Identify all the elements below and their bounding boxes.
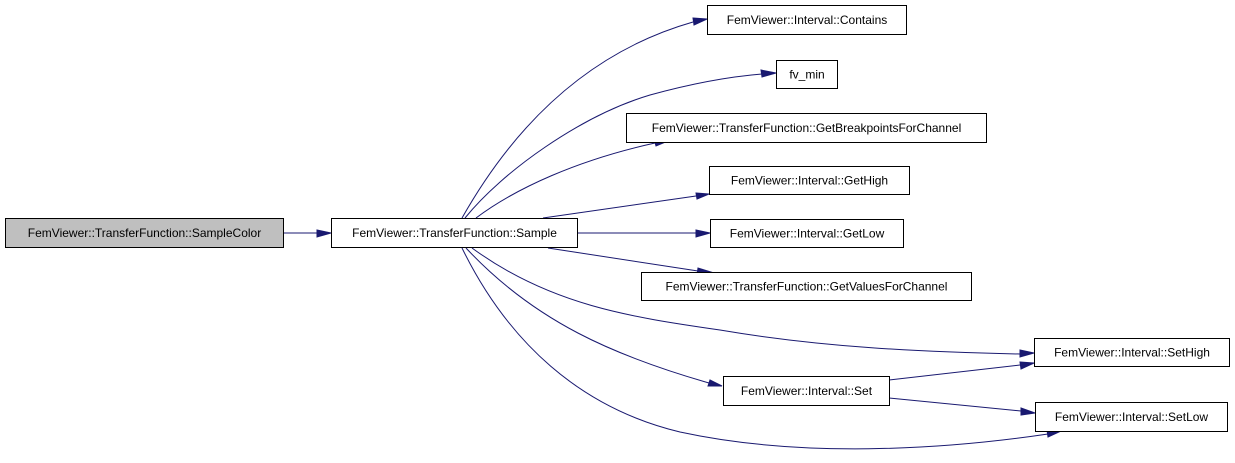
node-box bbox=[776, 60, 838, 89]
node-label: FemViewer::Interval::Set bbox=[741, 384, 873, 398]
edge-arrowhead bbox=[695, 229, 711, 238]
function-nodes: FemViewer::TransferFunction::SampleColor… bbox=[5, 5, 1230, 432]
edge-sample-to-getValues bbox=[547, 247, 713, 276]
edge-sample-to-getBreakpoints bbox=[475, 138, 670, 219]
edge-sample-to-set bbox=[465, 247, 723, 387]
node-label: FemViewer::TransferFunction::GetValuesFo… bbox=[666, 280, 948, 294]
node-label: FemViewer::TransferFunction::Sample bbox=[352, 226, 557, 240]
edge-sampleColor-to-sample bbox=[284, 229, 332, 238]
node-box bbox=[709, 166, 910, 195]
edge-sample-to-contains bbox=[461, 17, 708, 219]
node-label: FemViewer::TransferFunction::SampleColor bbox=[28, 226, 261, 240]
node-label: fv_min bbox=[789, 68, 824, 82]
edge-line bbox=[461, 247, 1049, 450]
edge-arrowhead bbox=[692, 17, 708, 26]
edge-arrowhead bbox=[695, 192, 710, 200]
node-getBreakpoints[interactable]: FemViewer::TransferFunction::GetBreakpoi… bbox=[626, 113, 987, 143]
edge-arrowhead bbox=[1019, 349, 1035, 358]
edge-sample-to-getLow bbox=[577, 229, 711, 238]
node-sampleColor[interactable]: FemViewer::TransferFunction::SampleColor bbox=[5, 218, 284, 248]
node-box bbox=[707, 5, 907, 35]
node-label: FemViewer::Interval::SetLow bbox=[1055, 410, 1209, 424]
node-getHigh[interactable]: FemViewer::Interval::GetHigh bbox=[709, 166, 910, 195]
node-box bbox=[710, 219, 904, 248]
node-box bbox=[331, 218, 578, 248]
node-getValues[interactable]: FemViewer::TransferFunction::GetValuesFo… bbox=[641, 272, 972, 301]
node-box bbox=[641, 272, 972, 301]
edge-arrowhead bbox=[1020, 407, 1036, 416]
node-setHigh[interactable]: FemViewer::Interval::SetHigh bbox=[1034, 338, 1230, 367]
node-setLow[interactable]: FemViewer::Interval::SetLow bbox=[1035, 402, 1228, 432]
node-fvMin[interactable]: fv_min bbox=[776, 60, 838, 89]
node-box bbox=[1034, 338, 1230, 367]
edge-line bbox=[888, 364, 1021, 381]
edge-arrowhead bbox=[707, 379, 723, 387]
edge-line bbox=[465, 247, 710, 384]
node-label: FemViewer::Interval::SetHigh bbox=[1054, 346, 1210, 360]
node-label: FemViewer::Interval::GetLow bbox=[730, 227, 885, 241]
edge-set-to-setHigh bbox=[888, 361, 1035, 381]
node-set[interactable]: FemViewer::Interval::Set bbox=[723, 376, 890, 406]
edge-set-to-setLow bbox=[888, 397, 1036, 416]
edge-line bbox=[475, 142, 656, 219]
edge-line bbox=[461, 21, 694, 219]
edge-arrowhead bbox=[760, 69, 777, 78]
node-contains[interactable]: FemViewer::Interval::Contains bbox=[707, 5, 907, 35]
node-box bbox=[723, 376, 890, 406]
node-label: FemViewer::Interval::Contains bbox=[727, 13, 888, 27]
edge-arrowhead bbox=[1019, 361, 1035, 370]
edge-line bbox=[888, 397, 1022, 412]
node-box bbox=[5, 218, 284, 248]
edge-arrowhead bbox=[316, 229, 332, 238]
node-box bbox=[1035, 402, 1228, 432]
node-getLow[interactable]: FemViewer::Interval::GetLow bbox=[710, 219, 904, 248]
node-label: FemViewer::TransferFunction::GetBreakpoi… bbox=[652, 121, 961, 135]
edge-sample-to-getHigh bbox=[542, 192, 710, 219]
edge-line bbox=[471, 247, 1021, 355]
edge-sample-to-fvMin bbox=[464, 69, 777, 219]
edge-sample-to-setHigh bbox=[471, 247, 1035, 358]
node-sample[interactable]: FemViewer::TransferFunction::Sample bbox=[331, 218, 578, 248]
edge-line bbox=[547, 247, 699, 272]
edge-line bbox=[464, 73, 763, 219]
node-label: FemViewer::Interval::GetHigh bbox=[731, 174, 888, 188]
node-box bbox=[626, 113, 987, 143]
edge-line bbox=[542, 195, 697, 219]
